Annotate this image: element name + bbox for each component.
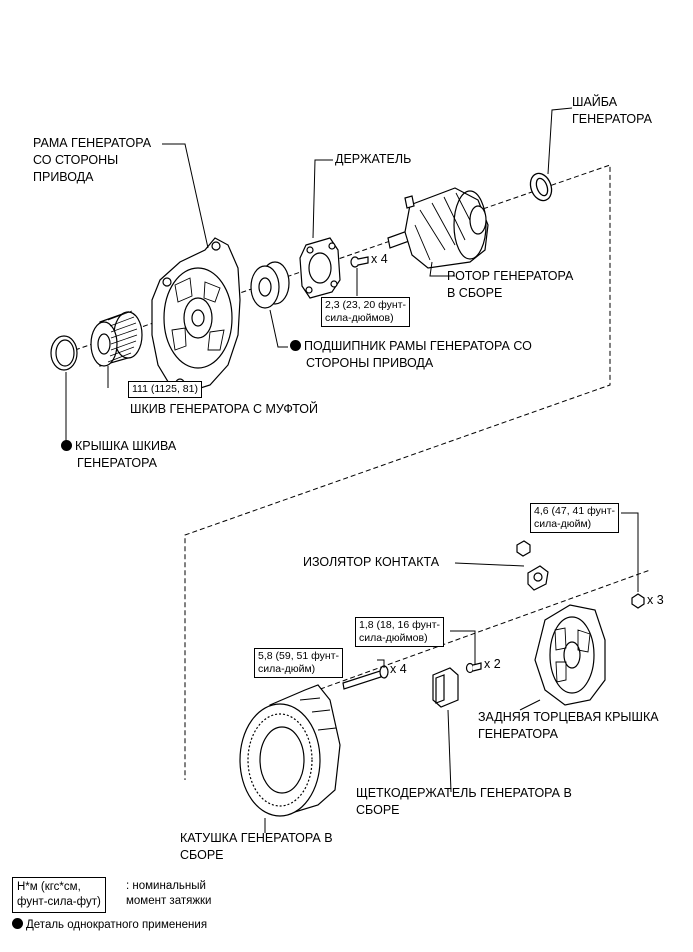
- legend-unit-box: Н*м (кгс*см, фунт-сила-фут): [12, 877, 106, 913]
- legend-single-use: Деталь однократного применения: [12, 918, 207, 933]
- leader-lines: [65, 107, 639, 833]
- bearing-label: ПОДШИПНИК РАМЫ ГЕНЕРАТОРА СО СТОРОНЫ ПРИ…: [290, 338, 532, 372]
- rotor-label: РОТОР ГЕНЕРАТОРА В СБОРЕ: [447, 269, 574, 300]
- single-use-icon: [12, 918, 23, 929]
- through-bolt-count: x 4: [390, 662, 407, 676]
- pulley-label: ШКИВ ГЕНЕРАТОРА С МУФТОЙ: [130, 402, 318, 416]
- holder-screw-count: x 4: [371, 252, 388, 266]
- rear-nut-torque: 4,6 (47, 41 фунт- сила-дюйм): [530, 503, 619, 533]
- rear-cover-label: ЗАДНЯЯ ТОРЦЕВАЯ КРЫШКА ГЕНЕРАТОРА: [478, 710, 659, 741]
- brush-holder-part: [432, 667, 459, 708]
- bearing-part: [250, 261, 290, 309]
- holder-screw-torque: 2,3 (23, 20 фунт- сила-дюймов): [321, 297, 410, 327]
- brush-holder-label: ЩЕТКОДЕРЖАТЕЛЬ ГЕНЕРАТОРА В СБОРЕ: [356, 786, 572, 817]
- rear-end-cover-part: [534, 604, 606, 706]
- holder-part: [299, 237, 341, 299]
- brush-screw-torque: 1,8 (18, 16 фунт- сила-дюймов): [355, 617, 444, 647]
- pulley-cap-label: КРЫШКА ШКИВА ГЕНЕРАТОРА: [61, 438, 176, 472]
- drive-frame-label: РАМА ГЕНЕРАТОРА СО СТОРОНЫ ПРИВОДА: [33, 136, 152, 184]
- rotor-part: [387, 187, 489, 269]
- insulator-part: [516, 540, 549, 591]
- holder-label: ДЕРЖАТЕЛЬ: [335, 152, 412, 166]
- drive-end-frame-part: [151, 237, 241, 393]
- legend-unit-description: : номинальный момент затяжки: [126, 880, 212, 907]
- stator-coil-part: [239, 684, 341, 817]
- single-use-icon: [61, 440, 72, 451]
- pulley-nut-torque: 111 (1125, 81): [128, 381, 202, 398]
- washer-label: ШАЙБА ГЕНЕРАТОРА: [572, 95, 652, 126]
- rear-nut-part: [631, 593, 645, 609]
- pulley-part: [90, 310, 143, 367]
- through-bolt-part: [342, 665, 389, 690]
- coil-label: КАТУШКА ГЕНЕРАТОРА В СБОРЕ: [180, 831, 333, 862]
- pulley-cap-part: [50, 335, 78, 371]
- brush-screw-part: [465, 662, 482, 674]
- brush-screw-count: x 2: [484, 657, 501, 671]
- single-use-icon: [290, 340, 301, 351]
- insulator-label: ИЗОЛЯТОР КОНТАКТА: [303, 555, 440, 569]
- rear-nut-count: x 3: [647, 593, 664, 607]
- washer-part: [529, 172, 553, 202]
- through-bolt-torque: 5,8 (59, 51 фунт- сила-дюйм): [254, 648, 343, 678]
- holder-screw-part: [350, 256, 369, 268]
